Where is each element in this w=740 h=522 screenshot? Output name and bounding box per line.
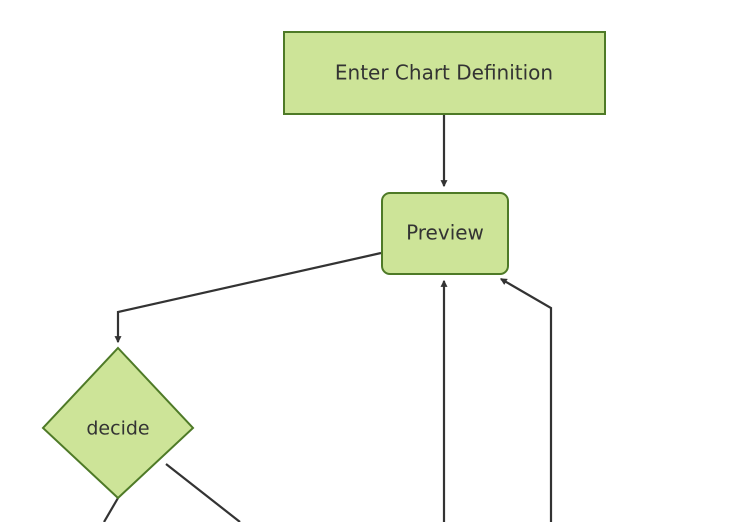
edge-preview-to-decide [114, 251, 382, 344]
edge-layer [103, 115, 553, 522]
edge-decide-bottom-left [103, 497, 119, 522]
node-enter-chart-definition[interactable]: Enter Chart Definition [283, 31, 606, 115]
node-enter-chart-definition-shape[interactable] [283, 31, 606, 115]
edge-bottom-right-to-preview [499, 278, 553, 522]
node-preview[interactable]: Preview [381, 192, 509, 275]
node-decide[interactable]: decide [41, 346, 195, 500]
node-decide-shape[interactable] [41, 346, 195, 500]
node-preview-shape[interactable] [381, 192, 509, 275]
edge-decide-bottom-right [165, 463, 241, 522]
